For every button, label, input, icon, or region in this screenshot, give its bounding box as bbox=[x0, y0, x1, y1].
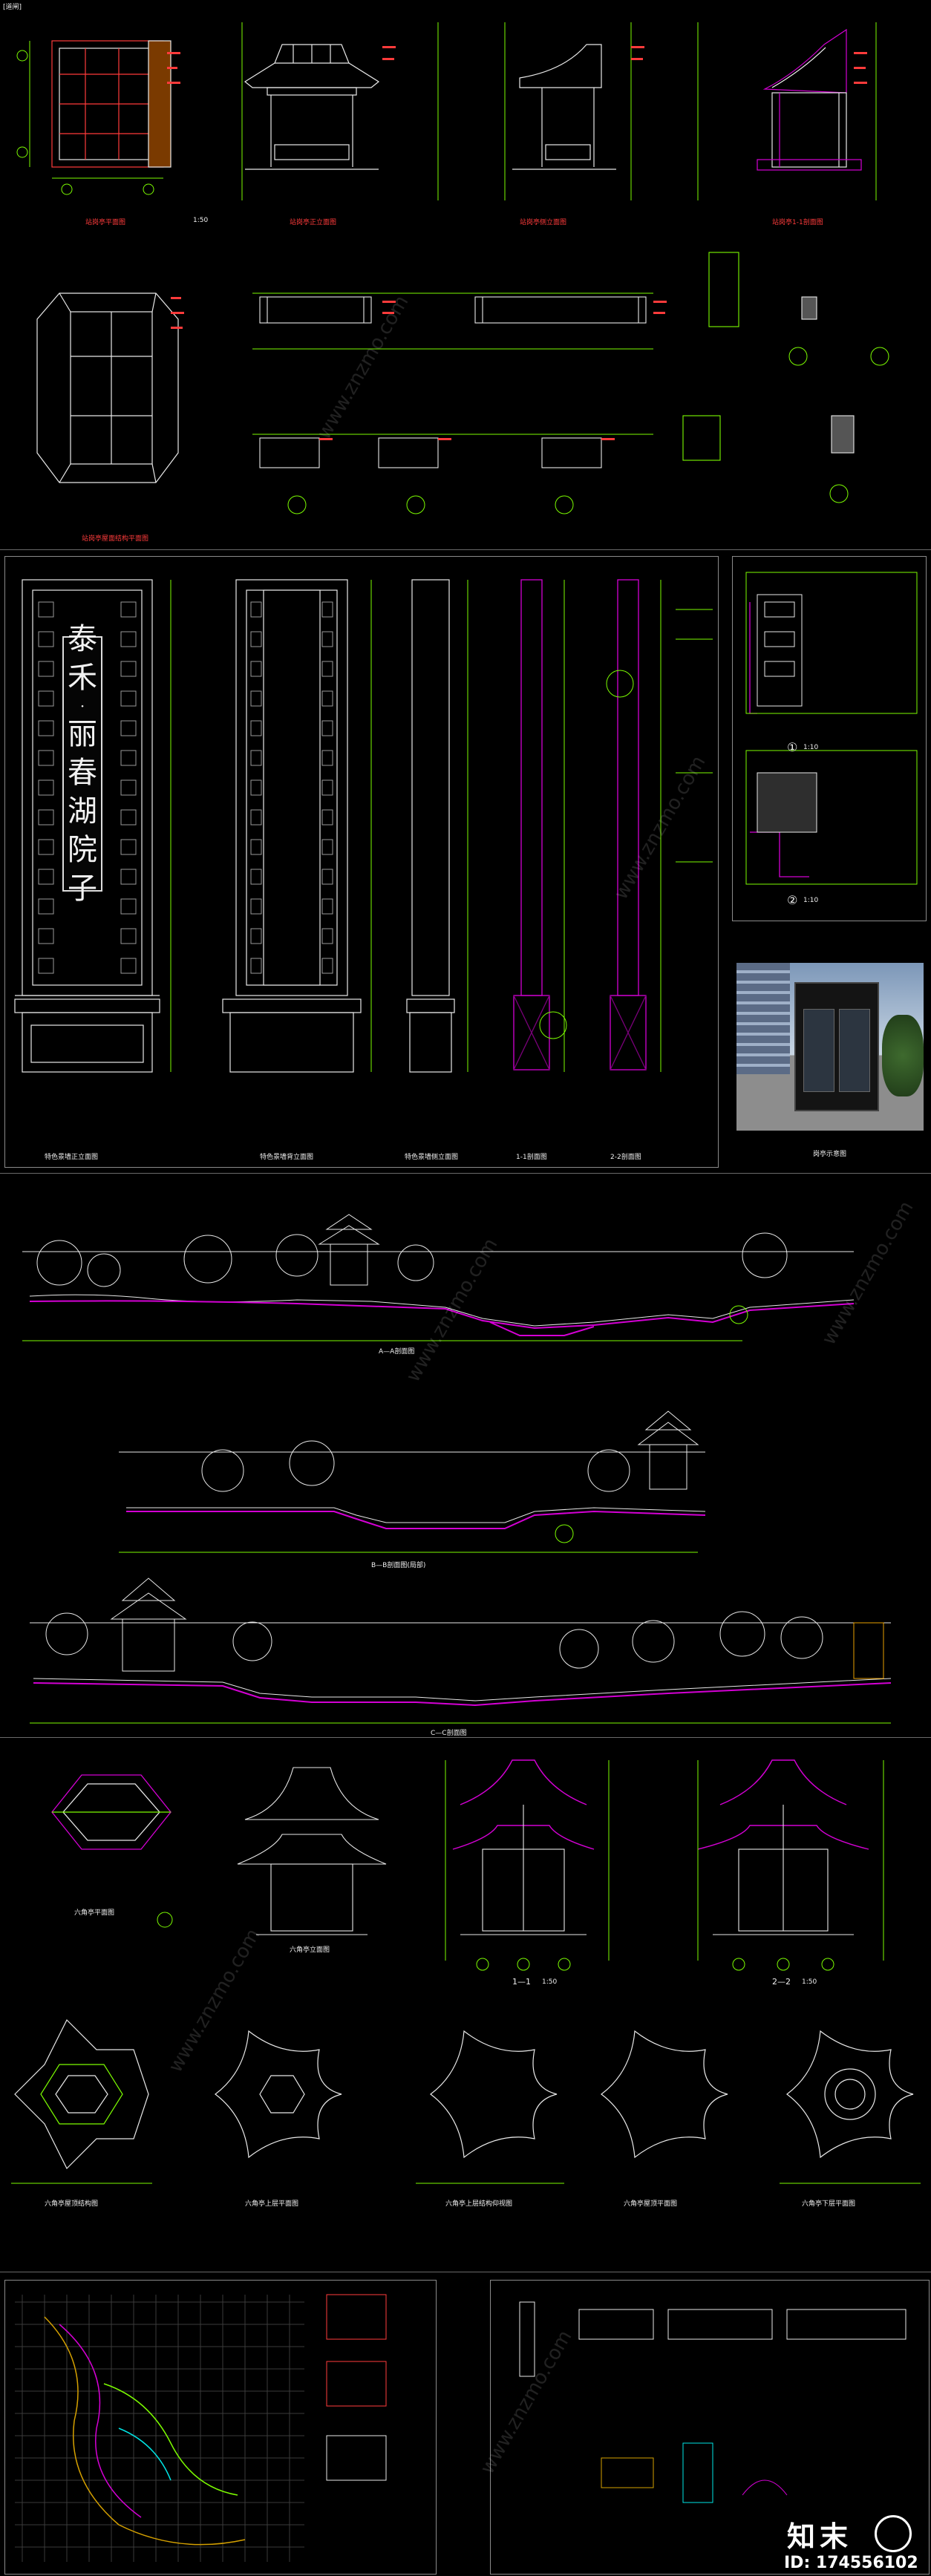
detail-1-marker: ① bbox=[787, 740, 798, 754]
roof-plan-2-title: 六角亭上层平面图 bbox=[245, 2200, 299, 2208]
booth-roof-title: 站岗亭屋面结构平面图 bbox=[82, 535, 149, 543]
pavilion-section1-scale: 1:50 bbox=[542, 1978, 558, 1986]
sheet-hex-pavilion: 六角亭平面图 六角亭立面图 1—1 1:50 2—2 1:50 六角亭屋顶结构图… bbox=[0, 1737, 931, 2272]
sign-char: 丽 bbox=[68, 717, 97, 751]
sign-char: 春 bbox=[68, 756, 97, 790]
site-plan-drawings bbox=[15, 2294, 906, 2562]
section-drawings bbox=[22, 1214, 892, 1724]
sign-char: 子 bbox=[68, 872, 97, 906]
booth-side-title: 站岗亭侧立面图 bbox=[520, 219, 567, 226]
logo-ring-icon bbox=[875, 2515, 912, 2552]
booth-plan-title: 站岗亭平面图 bbox=[85, 219, 126, 226]
wall-frame bbox=[4, 556, 719, 1168]
photo-tree bbox=[882, 1015, 924, 1096]
pavilion-section1-title: 1—1 bbox=[512, 1977, 531, 1987]
sheet-landscape-wall: 泰 禾 · 丽 春 湖 院 子 特色景墙正立面图 特色景墙背立面图 特色景墙侧立… bbox=[0, 549, 931, 1174]
wall-drawings bbox=[14, 572, 918, 1073]
roof-plan-4-title: 六角亭屋顶平面图 bbox=[624, 2200, 678, 2208]
pavilion-plan-title: 六角亭平面图 bbox=[74, 1909, 115, 1917]
booth-drawings bbox=[16, 22, 889, 514]
booth-scale: 1:50 bbox=[193, 217, 209, 224]
photo-caption: 岗亭示意图 bbox=[813, 1151, 847, 1158]
wall-sign-panel: 泰 禾 · 丽 春 湖 院 子 bbox=[62, 622, 102, 906]
sign-char: 泰 bbox=[68, 622, 97, 656]
sheet-tag: [道闸] bbox=[3, 4, 22, 11]
roof-plan-5-title: 六角亭下层平面图 bbox=[802, 2200, 856, 2208]
photo-building bbox=[736, 963, 790, 1074]
image-id-label: ID: 174556102 bbox=[784, 2554, 918, 2572]
logo-text: 知末 bbox=[787, 2520, 853, 2553]
detail-frame bbox=[732, 556, 927, 921]
detail-1-scale: 1:10 bbox=[803, 744, 819, 751]
wall-side-title: 特色景墙侧立面图 bbox=[405, 1154, 459, 1161]
sign-char: 禾 bbox=[68, 661, 97, 695]
sign-char: 院 bbox=[68, 833, 97, 867]
booth-reference-photo bbox=[736, 963, 924, 1131]
photo-booth bbox=[794, 982, 879, 1111]
detail-2-scale: 1:10 bbox=[803, 897, 819, 904]
zhimo-logo: 知末 bbox=[787, 2514, 912, 2555]
pavilion-front-title: 六角亭立面图 bbox=[290, 1946, 330, 1954]
booth-section-title: 站岗亭1-1剖面图 bbox=[772, 219, 823, 226]
pavilion-drawings bbox=[11, 1759, 921, 2184]
roof-plan-1-title: 六角亭屋顶结构图 bbox=[45, 2200, 99, 2208]
booth-front-title: 站岗亭正立面图 bbox=[290, 219, 337, 226]
detail-2-marker: ② bbox=[787, 893, 798, 907]
sign-char: · bbox=[79, 697, 85, 715]
details-frame bbox=[490, 2280, 930, 2575]
sheet-site-sections: A—A剖面图 B—B剖面图(局部) C—C剖面图 bbox=[0, 1173, 931, 1738]
pavilion-section2-title: 2—2 bbox=[772, 1977, 791, 1987]
wall-front-title: 特色景墙正立面图 bbox=[45, 1154, 99, 1161]
roof-plan-3-title: 六角亭上层结构仰视图 bbox=[445, 2200, 513, 2208]
sheet-site-plan: www.znzmo.com bbox=[0, 2272, 931, 2576]
wall-sec1-title: 1-1剖面图 bbox=[516, 1154, 547, 1161]
section-b-title: B—B剖面图(局部) bbox=[371, 1562, 426, 1569]
sign-char: 湖 bbox=[68, 794, 97, 828]
site-plan-frame bbox=[4, 2280, 437, 2575]
section-c-title: C—C剖面图 bbox=[431, 1730, 467, 1737]
pavilion-section2-scale: 1:50 bbox=[802, 1978, 817, 1986]
wall-sec2-title: 2-2剖面图 bbox=[610, 1154, 641, 1161]
sheet-guard-booth: [道闸] bbox=[0, 0, 931, 549]
section-a-title: A—A剖面图 bbox=[379, 1348, 415, 1356]
wall-back-title: 特色景墙背立面图 bbox=[260, 1154, 314, 1161]
